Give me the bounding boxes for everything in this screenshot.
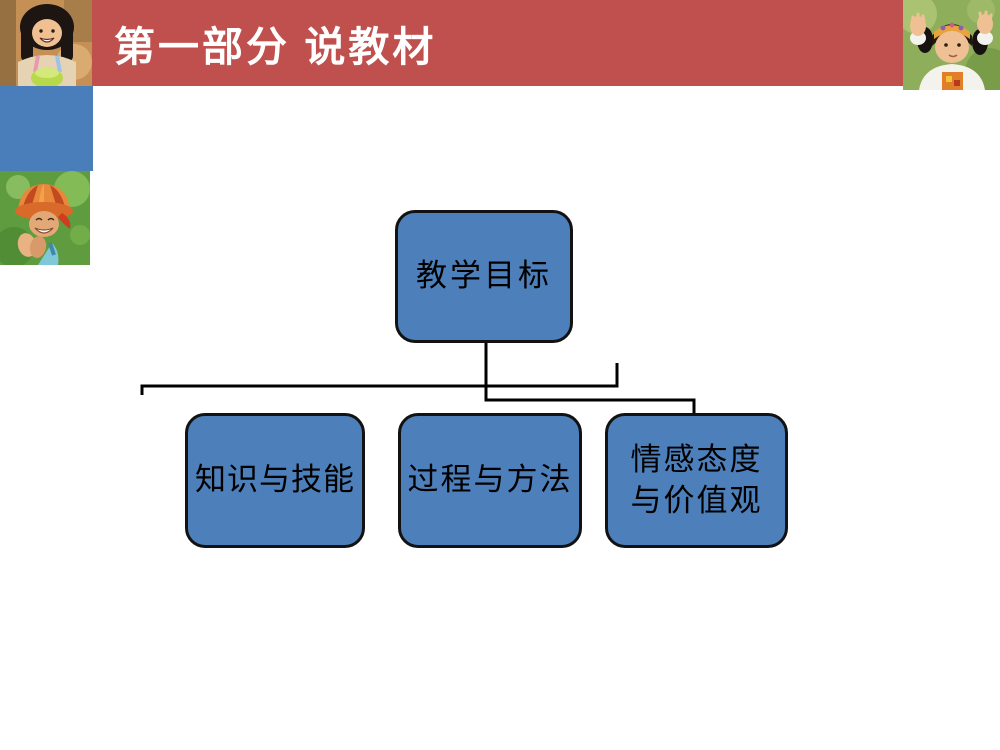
baby-photo — [903, 0, 1000, 90]
girl-photo — [0, 0, 92, 86]
boy-photo — [0, 171, 90, 265]
node-teaching-objectives-label: 教学目标 — [416, 258, 552, 294]
boy-photo-illustration — [0, 171, 90, 265]
node-knowledge-skills-label: 知识与技能 — [195, 462, 355, 498]
girl-photo-illustration — [0, 0, 92, 86]
sidebar-accent-square — [0, 86, 93, 171]
connector-left-branch — [140, 363, 619, 395]
node-process-methods: 过程与方法 — [398, 413, 582, 548]
slide-title: 第一部分 说教材 — [114, 24, 437, 70]
node-emotion-values-label: 情感态度 与价值观 — [630, 442, 763, 518]
node-teaching-objectives: 教学目标 — [395, 210, 573, 343]
node-process-methods-label: 过程与方法 — [407, 462, 573, 498]
node-knowledge-skills: 知识与技能 — [185, 413, 365, 548]
connector-right-branch — [484, 398, 696, 414]
baby-photo-illustration — [903, 0, 1000, 90]
title-banner: 第一部分 说教材 — [92, 0, 903, 86]
node-emotion-values: 情感态度 与价值观 — [605, 413, 788, 548]
